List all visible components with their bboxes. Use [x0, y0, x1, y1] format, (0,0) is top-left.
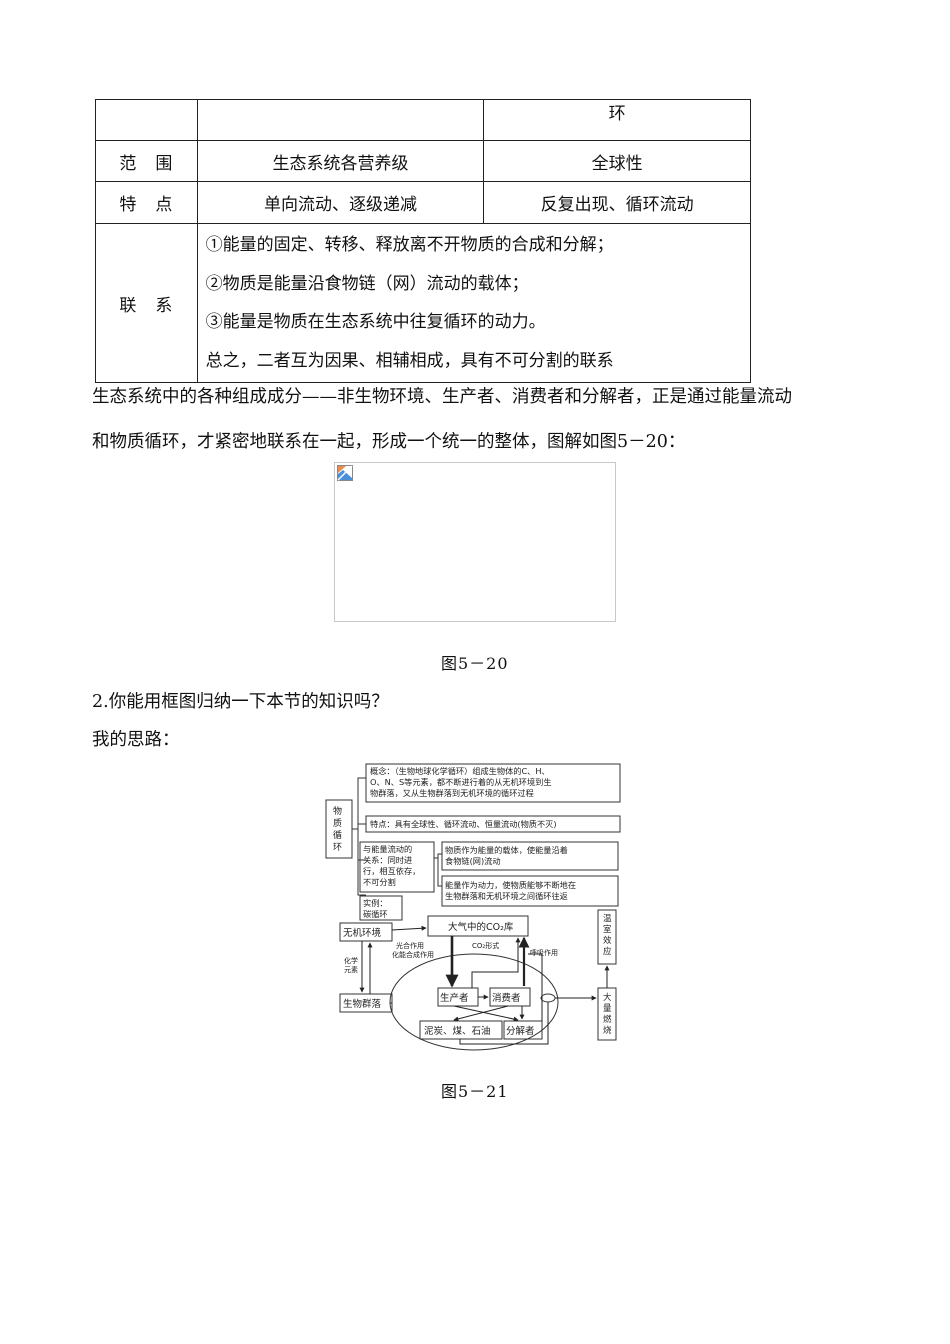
header-cell-3-text: 环: [608, 103, 626, 124]
producer-text: 生产者: [440, 992, 469, 1004]
consumer-box: [489, 987, 531, 1007]
relation-a-text: 物质作为能量的载体，使能量沿着: [445, 845, 568, 855]
example-text: 实例：: [363, 898, 388, 908]
energy-cell: 单向流动、逐级递减: [196, 181, 485, 224]
example-text: 碳循环: [363, 909, 388, 919]
burning-char: 量: [603, 1004, 612, 1014]
greenhouse-char: 室: [603, 924, 612, 935]
header-cell-1: [95, 99, 198, 141]
inorganic-text: 无机环境: [343, 927, 382, 939]
connector-oval: [540, 993, 556, 1003]
fossil-text: 泥炭、煤、石油: [424, 1025, 491, 1037]
bracket-lines: [352, 777, 366, 896]
table-row-feature: 特 点 单向流动、逐级递减 反复出现、循环流动: [95, 181, 751, 224]
greenhouse-char: 效: [603, 935, 612, 946]
root-text-1: 物: [333, 805, 342, 817]
row-label: 特 点: [95, 181, 198, 224]
greenhouse-char: 应: [603, 946, 612, 957]
figure-5-21-diagram: 物 质 循 环 概念：（生物地球化学循环）组成生物体的C、H、 O、N、S等元素…: [325, 763, 621, 1051]
decomposer-box: [503, 1020, 543, 1040]
root-text-4: 环: [333, 842, 342, 853]
relation-line: ③能量是物质在生态系统中往复循环的动力。: [205, 312, 546, 332]
relation-b-box: [441, 875, 619, 907]
concept-text: O、N、S等元素，都不断进行着的从无机环境到生: [370, 777, 552, 787]
header-cell-3: 环: [483, 99, 751, 141]
relation-label-text: 与能量流动的: [363, 844, 412, 854]
arrow-producer-co2: [471, 937, 521, 988]
table-row-relation: 联 系 ①能量的固定、转移、释放离不开物质的合成和分解； ②物质是能量沿食物链（…: [95, 223, 752, 383]
relation-a-box: [441, 841, 619, 871]
greenhouse-char: 温: [603, 913, 612, 924]
root-text-2: 质: [333, 817, 342, 829]
root-text-3: 循: [333, 829, 342, 841]
comparison-table: 环 范 围 生态系统各营养级 全球性 特 点 单向流动、逐级递减 反复出现、循环…: [95, 99, 752, 383]
relation-bracket: [434, 853, 442, 887]
relation-a-text: 食物链(网)流动: [445, 856, 501, 866]
concept-text: 物群落，又从生物群落到无机环境的循环过程: [370, 788, 534, 798]
feature-box: [365, 815, 621, 833]
co2-form-text: CO₂形式: [472, 941, 499, 950]
relation-line: 总之，二者互为因果、相辅相成，具有不可分割的联系: [205, 350, 614, 371]
chem-elements-text: 化学: [344, 956, 358, 965]
relation-b-text: 生物群落和无机环境之间循环往返: [445, 891, 568, 901]
arrow-consumer-fossil: [453, 1005, 509, 1022]
fossil-path: [459, 1002, 549, 1045]
concept-text: 概念：（生物地球化学循环）组成生物体的C、H、: [370, 766, 550, 776]
concept-box: [365, 763, 621, 803]
figure-5-20-caption: 图5－20: [441, 654, 509, 673]
header-cell-2: [196, 99, 485, 141]
arrow-inorganic-co2: [391, 925, 427, 931]
burning-char: 燃: [603, 1014, 612, 1025]
matter-cell: 全球性: [483, 140, 751, 182]
relation-b-text: 能量作为动力，使物质能够不断地在: [445, 880, 576, 890]
feature-text: 特点：具有全球性、循环流动、恒量流动(物质不灭): [370, 819, 557, 829]
consumer-text: 消费者: [492, 992, 521, 1004]
relation-label-text: 行，相互依存，: [363, 866, 420, 876]
burning-char: 烧: [603, 1025, 612, 1036]
question-text: 2.你能用框图归纳一下本节的知识吗？: [92, 692, 389, 712]
arrow-producer-decomposer: [453, 1005, 519, 1022]
energy-cell: 生态系统各营养级: [196, 140, 485, 182]
inorganic-box: [339, 922, 393, 942]
co2-pool-text: 大气中的CO₂库: [448, 921, 514, 933]
matter-cell: 反复出现、循环流动: [483, 181, 751, 224]
paragraph-line-2: 和物质循环，才紧密地联系在一起，形成一个统一的整体，图解如图5－20：: [92, 432, 686, 452]
paragraph-line-1: 生态系统中的各种组成成分——非生物环境、生产者、消费者和分解者，正是通过能量流动: [92, 387, 792, 407]
row-label: 联 系: [95, 223, 198, 383]
cycle-ellipse: [389, 953, 559, 1051]
relation-cell: ①能量的固定、转移、释放离不开物质的合成和分解； ②物质是能量沿食物链（网）流动…: [196, 223, 752, 383]
co2-pool-box: [427, 915, 529, 937]
arrow-decomposer-co2: [528, 953, 543, 1021]
relation-line: ①能量的固定、转移、释放离不开物质的合成和分解；: [205, 235, 614, 255]
photosynthesis-text: 光合作用: [396, 941, 424, 950]
broken-image-icon: [337, 465, 353, 481]
row-label: 范 围: [95, 140, 198, 182]
table-header-row: 环: [95, 99, 751, 141]
community-text: 生物群落: [343, 998, 382, 1010]
photosynthesis-text: 化能合成作用: [392, 950, 434, 959]
burning-char: 大: [603, 992, 612, 1003]
table-row-scope: 范 围 生态系统各营养级 全球性: [95, 140, 751, 182]
relation-line: ②物质是能量沿食物链（网）流动的载体；: [205, 273, 529, 294]
figure-5-20-image: [334, 462, 616, 622]
fossil-box: [419, 1020, 503, 1040]
greenhouse-box: [597, 909, 617, 965]
thinking-label: 我的思路：: [92, 730, 180, 750]
relation-label-text: 不可分割: [363, 877, 396, 887]
respiration-text: 呼吸作用: [530, 948, 558, 957]
relation-label-box: [359, 841, 435, 893]
figure-5-21-caption: 图5－21: [441, 1082, 509, 1101]
example-box: [359, 895, 403, 921]
relation-label-text: 关系：同时进: [363, 855, 412, 865]
decomposer-text: 分解者: [506, 1025, 535, 1037]
chem-elements-text: 元素: [344, 965, 358, 974]
